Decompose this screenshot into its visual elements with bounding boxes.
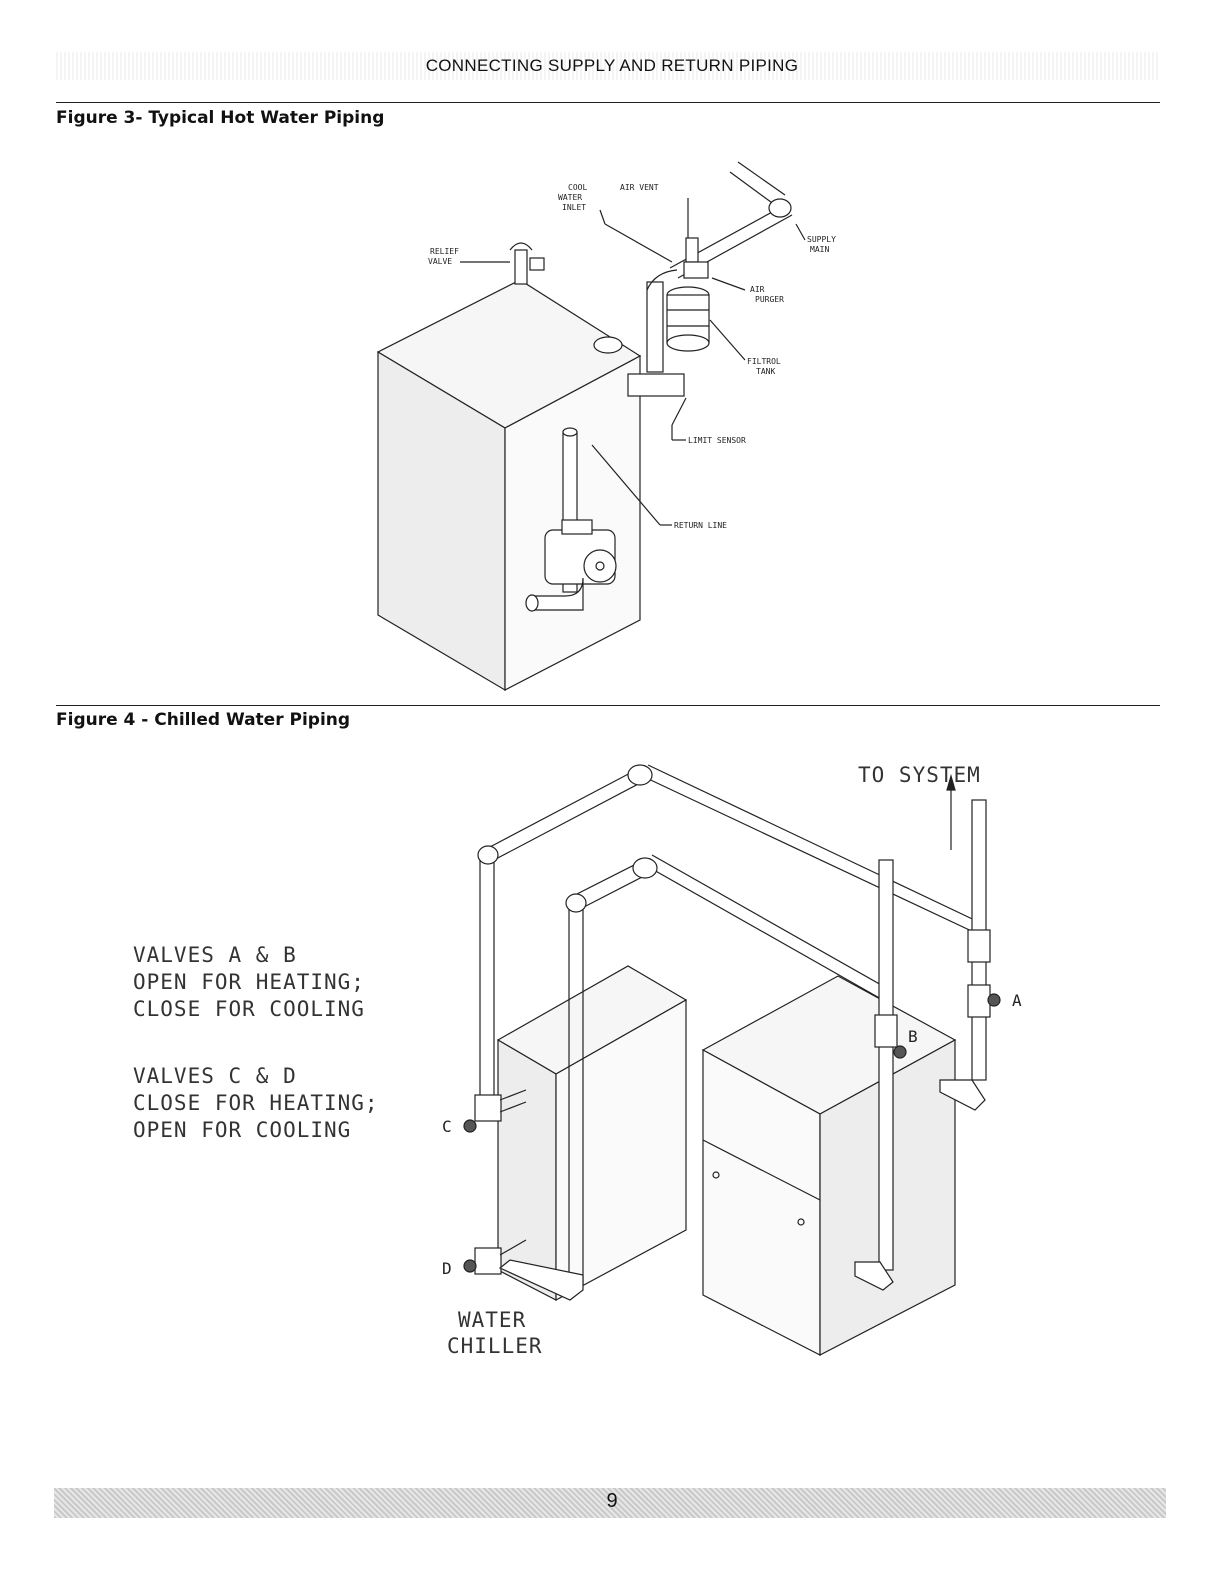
label-valves-ab-title: VALVES A & B xyxy=(133,943,297,967)
filtrol-tank-leader xyxy=(709,319,746,361)
cool-water-inlet-pipe xyxy=(604,223,673,263)
figure4-diagram xyxy=(463,764,1001,1356)
page-number: 9 xyxy=(606,1490,618,1512)
label-water: WATER xyxy=(558,193,582,202)
label-air: AIR xyxy=(750,285,765,294)
label-limit-sensor: LIMIT SENSOR xyxy=(688,436,746,445)
label-cool: COOL xyxy=(568,183,587,192)
riser-elbow xyxy=(646,269,678,291)
label-valves-ab-close: CLOSE FOR COOLING xyxy=(133,997,365,1021)
label-air-vent: AIR VENT xyxy=(620,183,659,192)
label-valves-cd-close: CLOSE FOR HEATING; xyxy=(133,1091,379,1115)
circulator-pump-icon xyxy=(544,519,617,585)
return-line-leader xyxy=(591,444,661,526)
limit-sensor-leader xyxy=(671,397,687,426)
label-valves-cd-open: OPEN FOR COOLING xyxy=(133,1118,351,1142)
valve-d-body xyxy=(474,1247,502,1275)
figure3-diagram xyxy=(376,161,806,692)
valve-c-body xyxy=(474,1094,502,1122)
air-purger-icon xyxy=(683,261,709,279)
label-tank: TANK xyxy=(756,367,775,376)
header-rule xyxy=(56,102,1160,103)
label-relief: RELIEF xyxy=(430,247,459,256)
label-valve-c: C xyxy=(442,1117,452,1136)
filtrol-tank-icon xyxy=(666,286,710,352)
valve-a-body xyxy=(967,929,991,963)
valve-a-icon xyxy=(987,993,1001,1007)
label-filtrol: FILTROL xyxy=(747,357,781,366)
label-to-system: TO SYSTEM xyxy=(858,763,981,787)
header-band xyxy=(56,52,1160,80)
riser-pipe xyxy=(646,281,664,373)
return-elbow xyxy=(529,577,584,611)
label-water: WATER xyxy=(458,1308,526,1332)
section-title: CONNECTING SUPPLY AND RETURN PIPING xyxy=(425,56,799,75)
footer-band xyxy=(54,1488,1166,1518)
figure3-labels: COOL WATER INLET AIR VENT RELIEF VALVE S… xyxy=(428,183,836,530)
label-valves-cd-title: VALVES C & D xyxy=(133,1064,297,1088)
valve-c-icon xyxy=(463,1119,477,1133)
boiler-top-port xyxy=(593,336,623,354)
label-supply: SUPPLY xyxy=(807,235,836,244)
relief-valve-icon xyxy=(509,242,545,285)
label-valve: VALVE xyxy=(428,257,452,266)
inner-pipe-loop xyxy=(565,854,894,1285)
chiller-right-face xyxy=(555,998,687,1302)
figure4-caption: Figure 4 - Chilled Water Piping xyxy=(56,710,351,730)
figure3-caption: Figure 3- Typical Hot Water Piping xyxy=(56,108,385,128)
label-return-line: RETURN LINE xyxy=(674,521,727,530)
label-valve-a: A xyxy=(1012,991,1022,1010)
valve-b-icon xyxy=(893,1045,907,1059)
label-inlet: INLET xyxy=(562,203,586,212)
figure4-labels: TO SYSTEM VALVES A & B OPEN FOR HEATING;… xyxy=(133,763,1022,1358)
label-valve-b: B xyxy=(908,1027,918,1046)
elbow-d xyxy=(498,1259,584,1301)
label-purger: PURGER xyxy=(755,295,784,304)
label-valve-d: D xyxy=(442,1259,452,1278)
label-main: MAIN xyxy=(810,245,829,254)
return-tee xyxy=(627,373,685,397)
valve-b-body xyxy=(874,1014,898,1048)
supply-main-leader xyxy=(795,223,806,241)
figure-divider-rule xyxy=(56,705,1160,706)
air-purger-leader xyxy=(711,277,746,291)
elbow-a xyxy=(939,1079,986,1111)
label-chiller: CHILLER xyxy=(447,1334,543,1358)
label-valves-ab-open: OPEN FOR HEATING; xyxy=(133,970,365,994)
valve-d-icon xyxy=(463,1259,477,1273)
elbow-b xyxy=(854,1261,894,1291)
